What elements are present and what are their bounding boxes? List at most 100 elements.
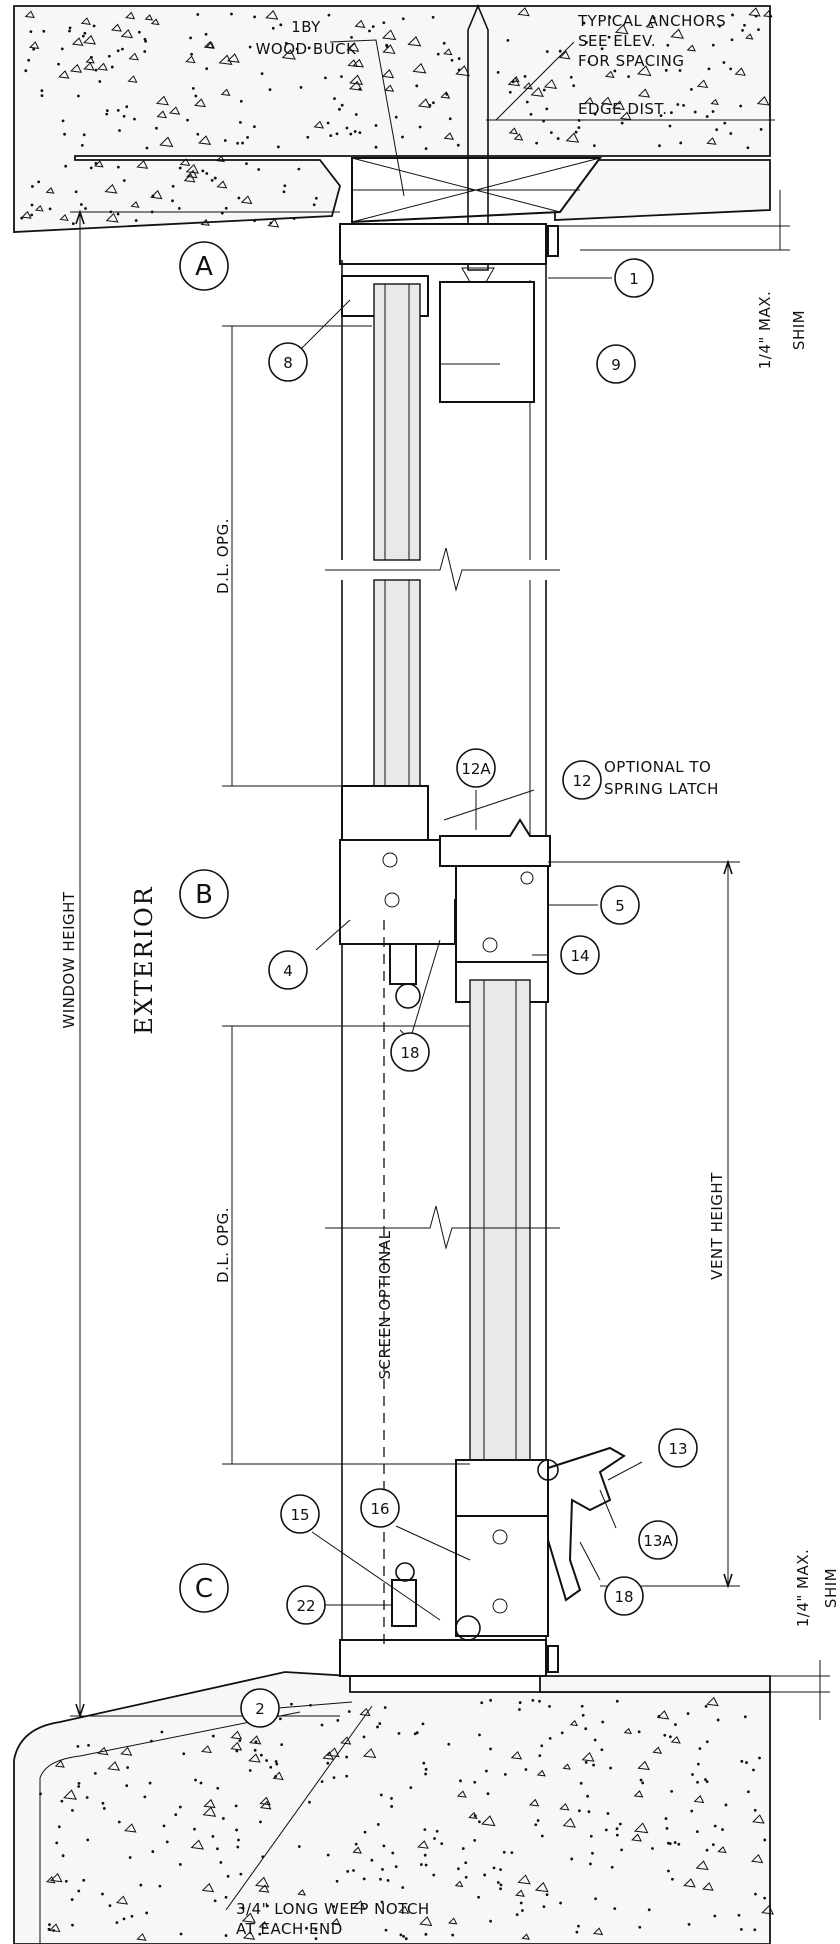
aggregate-dot [651, 1847, 654, 1850]
aggregate-dot [418, 125, 422, 129]
aggregate-dot [753, 1928, 757, 1932]
aggregate-dot [589, 1862, 592, 1866]
aggregate-dot [677, 1842, 681, 1846]
aggregate-dot [711, 43, 715, 47]
aggregate-mark [507, 76, 521, 87]
aggregate-dot [143, 37, 147, 41]
window-height-label: WINDOW HEIGHT [60, 891, 78, 1029]
aggregate-dot [194, 94, 198, 98]
aggregate-dot [582, 21, 586, 25]
aggregate-dot [210, 178, 214, 182]
aggregate-dot [280, 1743, 284, 1746]
aggregate-dot [151, 1850, 155, 1853]
aggregate-dot [239, 99, 243, 103]
aggregate-dot [128, 1856, 132, 1859]
aggregate-mark [272, 1771, 284, 1781]
aggregate-dot [391, 1851, 395, 1855]
aggregate-mark [45, 1876, 56, 1884]
dim-dl-upper [222, 325, 372, 787]
aggregate-dot [89, 166, 93, 170]
aggregate-dot [68, 29, 71, 33]
aggregate-dot [589, 1834, 593, 1838]
aggregate-dot [686, 1712, 690, 1715]
aggregate-mark [349, 80, 363, 91]
aggregate-dot [424, 147, 428, 151]
aggregate-dot [71, 1808, 74, 1812]
aggregate-dot [687, 1922, 691, 1926]
svg-text:1: 1 [629, 270, 639, 288]
aggregate-dot [436, 52, 440, 56]
aggregate-dot [162, 1824, 166, 1828]
aggregate-mark [185, 55, 196, 64]
aggregate-mark [637, 88, 651, 98]
aggregate-dot [224, 1895, 228, 1899]
svg-text:4: 4 [283, 962, 293, 980]
aggregate-dot [473, 1839, 477, 1842]
dim-window-height [70, 209, 340, 1719]
aggregate-dot [399, 1933, 403, 1937]
callout-18-upper: 18 [390, 1032, 430, 1072]
aggregate-dot [77, 1781, 81, 1785]
aggregate-dot [724, 1803, 728, 1807]
aggregate-dot [85, 1796, 89, 1799]
callout-2: 2 [240, 1688, 280, 1728]
aggregate-dot [741, 29, 744, 32]
aggregate-dot [358, 131, 362, 135]
anchors-label-1: TYPICAL ANCHORS [577, 12, 726, 30]
aggregate-dot [219, 1861, 223, 1864]
aggregate-dot [609, 1766, 612, 1770]
aggregate-dot [93, 1771, 97, 1775]
aggregate-dot [61, 119, 65, 123]
aggregate-dot [763, 1838, 767, 1842]
aggregate-dot [345, 126, 349, 130]
aggregate-dot [737, 1913, 741, 1917]
aggregate-dot [401, 1886, 405, 1889]
aggregate-dot [102, 1807, 106, 1810]
aggregate-dot [570, 1857, 574, 1861]
aggregate-dot [747, 1790, 750, 1794]
aggregate-dot [340, 103, 344, 107]
aggregate-mark [59, 213, 69, 221]
aggregate-dot [190, 52, 193, 56]
aggregate-dot [404, 1937, 408, 1941]
aggregate-dot [431, 15, 435, 19]
aggregate-mark [417, 1840, 429, 1849]
aggregate-dot [390, 1805, 394, 1808]
aggregate-dot [668, 1735, 672, 1739]
aggregate-dot [478, 1820, 481, 1824]
aggregate-dot [705, 115, 709, 118]
dim-shim-bottom [560, 1660, 830, 1720]
aggregate-dot [143, 1795, 147, 1799]
aggregate-mark [706, 1696, 719, 1707]
aggregate-mark [249, 1735, 262, 1745]
aggregate-dot [707, 67, 711, 71]
aggregate-dot [743, 23, 746, 27]
aggregate-dot [205, 67, 209, 71]
svg-text:13: 13 [668, 1440, 687, 1458]
aggregate-dot [641, 1781, 645, 1785]
aggregate-dot [499, 1868, 502, 1871]
aggregate-dot [134, 219, 138, 222]
aggregate-mark [521, 1933, 530, 1940]
aggregate-dot [269, 1765, 273, 1769]
aggregate-dot [447, 1742, 451, 1746]
aggregate-dot [320, 1723, 324, 1727]
aggregate-dot [253, 1748, 257, 1752]
aggregate-mark [226, 53, 240, 63]
aggregate-dot [705, 1780, 709, 1784]
aggregate-dot [723, 121, 727, 125]
aggregate-dot [201, 169, 205, 173]
aggregate-mark [258, 1920, 269, 1929]
aggregate-dot [340, 75, 343, 79]
aggregate-dot [608, 15, 612, 19]
aggregate-dot [94, 68, 98, 72]
aggregate-dot [421, 1722, 425, 1726]
aggregate-dot [415, 84, 419, 88]
aggregate-dot [171, 184, 175, 188]
aggregate-dot [107, 54, 111, 58]
aggregate-dot [548, 1704, 551, 1708]
shim-top-label-1: 1/4" MAX. [756, 291, 774, 370]
aggregate-dot [234, 1804, 238, 1808]
svg-text:9: 9 [611, 356, 621, 374]
